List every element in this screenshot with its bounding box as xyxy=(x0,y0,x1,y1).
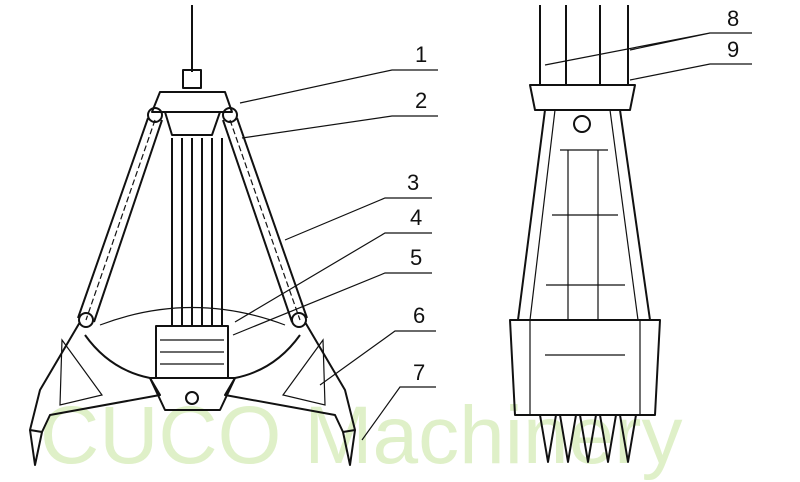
callout-4-label: 4 xyxy=(410,205,422,230)
left-arm-axis xyxy=(85,119,156,321)
left-jaw-tip xyxy=(29,429,43,466)
watermark: CUCO Machinery xyxy=(40,390,682,481)
callout-8-label: 8 xyxy=(727,6,739,31)
lower-block-sheaves xyxy=(160,339,224,365)
callout-2: 2 xyxy=(241,88,438,139)
callout-6: 6 xyxy=(319,303,436,386)
callout-2-label: 2 xyxy=(415,88,427,113)
right-jaw-rib xyxy=(281,338,326,406)
closing-ropes xyxy=(171,138,223,326)
head-frame xyxy=(164,111,221,136)
callout-6-label: 6 xyxy=(413,303,425,328)
left-upper-hinge xyxy=(147,107,163,123)
lower-beam xyxy=(149,377,236,411)
callout-5: 5 xyxy=(232,245,432,336)
left-jaw-rib xyxy=(59,338,104,406)
callout-3: 3 xyxy=(284,170,432,241)
right-jaw-tip xyxy=(342,429,356,466)
callout-9: 9 xyxy=(629,37,752,81)
side-body-frame xyxy=(529,109,639,321)
callout-5-label: 5 xyxy=(410,245,422,270)
right-arm xyxy=(222,117,308,323)
jaw-arc xyxy=(99,306,286,326)
right-arm-axis xyxy=(229,119,301,321)
left-arm xyxy=(77,117,163,323)
side-head-block xyxy=(529,84,636,111)
side-center-hinge xyxy=(573,115,591,133)
head-block xyxy=(151,91,233,113)
center-pivot xyxy=(185,391,199,405)
side-bucket xyxy=(509,319,661,416)
callout-8: 8 xyxy=(544,6,752,66)
callout-3-label: 3 xyxy=(407,170,419,195)
callout-1: 1 xyxy=(239,42,438,104)
side-bucket-ribs xyxy=(529,320,641,415)
callout-7: 7 xyxy=(361,360,436,441)
rope-socket xyxy=(182,69,202,89)
callout-9-label: 9 xyxy=(727,37,739,62)
side-view xyxy=(509,5,661,463)
callout-7-label: 7 xyxy=(413,360,425,385)
right-upper-hinge xyxy=(222,107,238,123)
callout-4: 4 xyxy=(234,205,432,323)
callout-1-label: 1 xyxy=(415,42,427,67)
side-teeth xyxy=(539,414,637,463)
left-lower-hinge xyxy=(78,312,94,328)
front-view xyxy=(29,5,356,466)
right-lower-hinge xyxy=(291,312,307,328)
side-ropes xyxy=(539,5,629,85)
